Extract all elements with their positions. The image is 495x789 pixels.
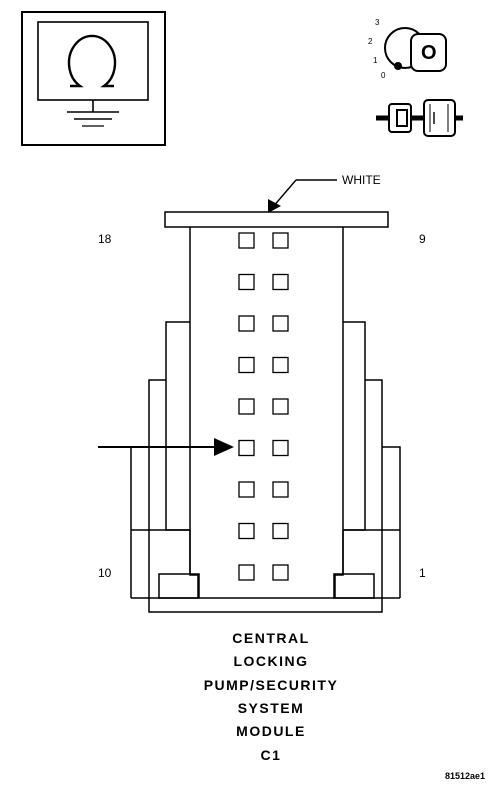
cavity: [272, 232, 289, 249]
cavity: [272, 522, 289, 540]
cavity: [238, 356, 255, 374]
figure-code: 81512ae1: [445, 771, 485, 781]
caption-line-4: SYSTEM: [238, 700, 305, 716]
ignition-pos-2: 2: [368, 37, 373, 46]
ignition-pos-3: 3: [375, 18, 380, 27]
cavity: [272, 481, 289, 498]
ohmmeter-icon: [21, 11, 166, 146]
cavity: [238, 232, 255, 249]
cavity: [272, 564, 289, 581]
pin-label-10: 10: [98, 566, 112, 580]
ignition-key-icon: 3 2 1 0 O: [368, 18, 447, 80]
cavity: [238, 564, 255, 581]
pin-indicator-arrow: [98, 438, 234, 456]
ignition-pos-0: 0: [381, 71, 386, 80]
cavity: [272, 315, 289, 332]
caption-line-3: PUMP/SECURITY: [204, 677, 339, 693]
cavity: [272, 439, 289, 457]
cavity: [238, 481, 255, 498]
cavity: [238, 273, 255, 291]
pin-label-18: 18: [98, 232, 112, 246]
connector-housing: [130, 211, 401, 613]
caption-line-5: MODULE: [236, 723, 306, 739]
pin-label-1: 1: [419, 566, 426, 580]
cavity: [272, 356, 289, 374]
wire-color-label: WHITE: [342, 173, 381, 187]
cavity: [238, 315, 255, 332]
wire-color-callout: WHITE: [268, 173, 381, 213]
cavity: [272, 273, 289, 291]
connector-plug-icon: [376, 99, 463, 137]
cavity: [238, 398, 255, 415]
caption-line-6: C1: [261, 747, 282, 763]
cavity: [238, 439, 255, 457]
caption-line-1: CENTRAL: [232, 630, 309, 646]
caption-line-2: LOCKING: [233, 653, 308, 669]
pin-label-9: 9: [419, 232, 426, 246]
cavity: [238, 522, 255, 540]
cavity: [272, 398, 289, 415]
cavity-grid: [238, 232, 289, 581]
connector-caption: CENTRAL LOCKING PUMP/SECURITY SYSTEM MOD…: [204, 630, 339, 763]
ignition-pos-1: 1: [373, 56, 378, 65]
key-letter: O: [421, 42, 437, 64]
